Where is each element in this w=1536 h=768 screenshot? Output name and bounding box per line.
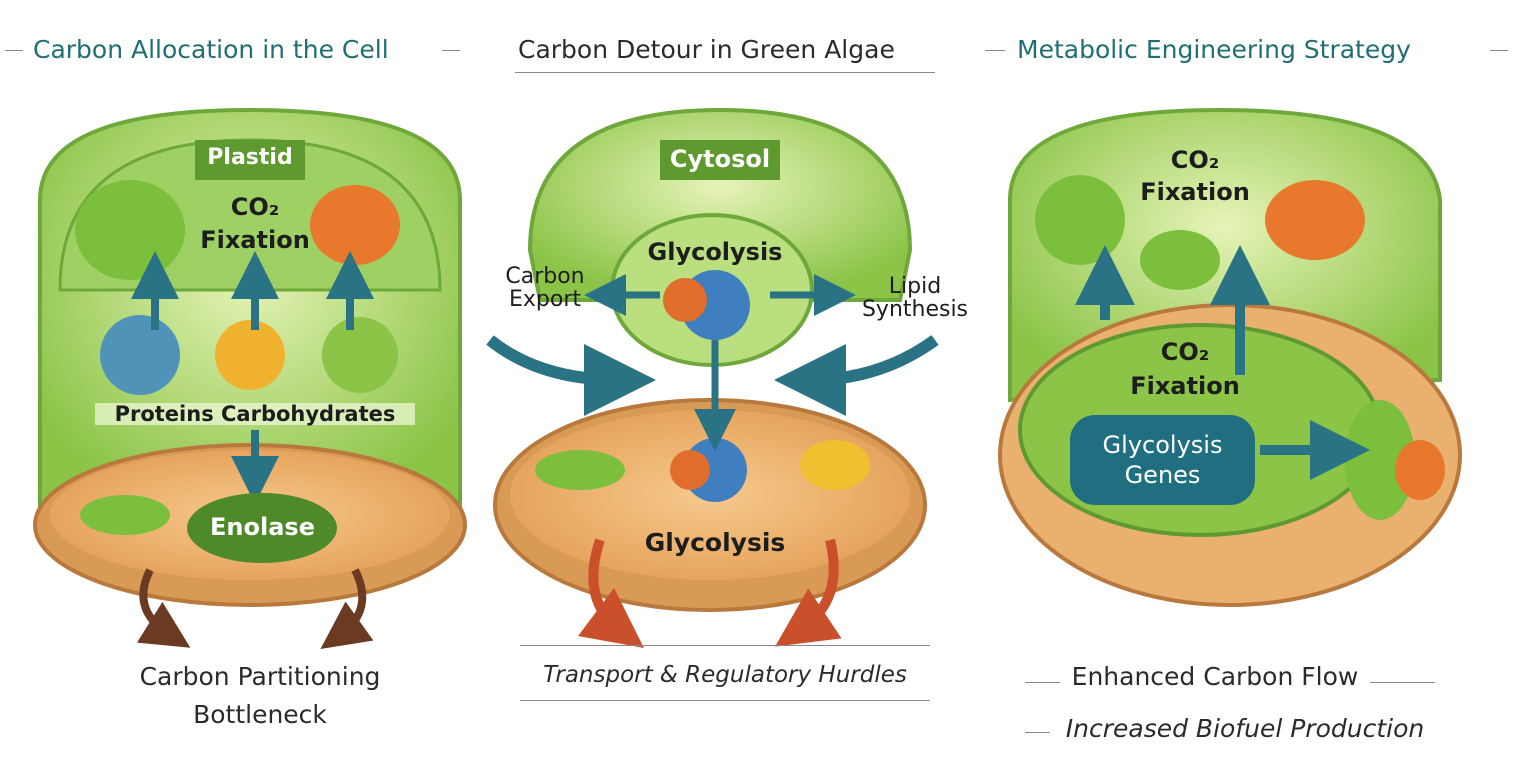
panel3-footer-line2: Increased Biofuel Production	[1065, 714, 1425, 743]
divider	[1370, 682, 1435, 683]
enolase-blob	[187, 493, 337, 563]
panel2-cell	[486, 107, 939, 649]
divider	[5, 50, 23, 51]
co2-mid-label: CO₂	[1160, 338, 1210, 366]
enolase-label: Enolase	[210, 513, 315, 541]
divider	[985, 50, 1005, 51]
plastid-label: Plastid	[207, 145, 293, 170]
panel3-title: Metabolic Engineering Strategy	[1017, 35, 1411, 64]
panel1-footer-line2: Bottleneck	[193, 700, 327, 729]
products-label: Proteins Carbohydrates	[95, 403, 415, 425]
fixation-mid-label: Fixation	[1130, 372, 1240, 400]
panel2-title: Carbon Detour in Green Algae	[518, 35, 895, 64]
cytosol-label: Cytosol	[669, 145, 771, 173]
plastid-tag-bg	[195, 140, 305, 180]
fixation-label: Fixation	[200, 226, 310, 254]
divider	[1025, 682, 1060, 683]
co2-top-label: CO₂	[1170, 146, 1220, 174]
panel1-footer-line1: Carbon Partitioning	[139, 662, 381, 691]
panel3-footer-line1: Enhanced Carbon Flow	[1071, 662, 1359, 691]
panel2-footer: Transport & Regulatory Hurdles	[543, 662, 907, 688]
divider	[1490, 50, 1508, 51]
glycolysis-genes-box	[1070, 415, 1255, 505]
lipid-synthesis-label: Lipid Synthesis	[861, 274, 969, 323]
divider	[515, 72, 935, 73]
divider	[442, 50, 460, 51]
glycolysis-genes-label: Glycolysis Genes	[1102, 431, 1223, 489]
fixation-top-label: Fixation	[1140, 178, 1250, 206]
glycolysis-top-label: Glycolysis	[647, 238, 783, 266]
cytosol-tag-bg	[660, 140, 780, 180]
panel1-title: Carbon Allocation in the Cell	[33, 35, 389, 64]
glycolysis-bottom-label: Glycolysis	[644, 528, 786, 557]
divider	[1025, 732, 1050, 733]
divider	[520, 700, 930, 701]
co2-label: CO₂	[230, 193, 280, 221]
carbon-export-label: Carbon Export	[505, 264, 585, 313]
divider	[520, 645, 930, 646]
